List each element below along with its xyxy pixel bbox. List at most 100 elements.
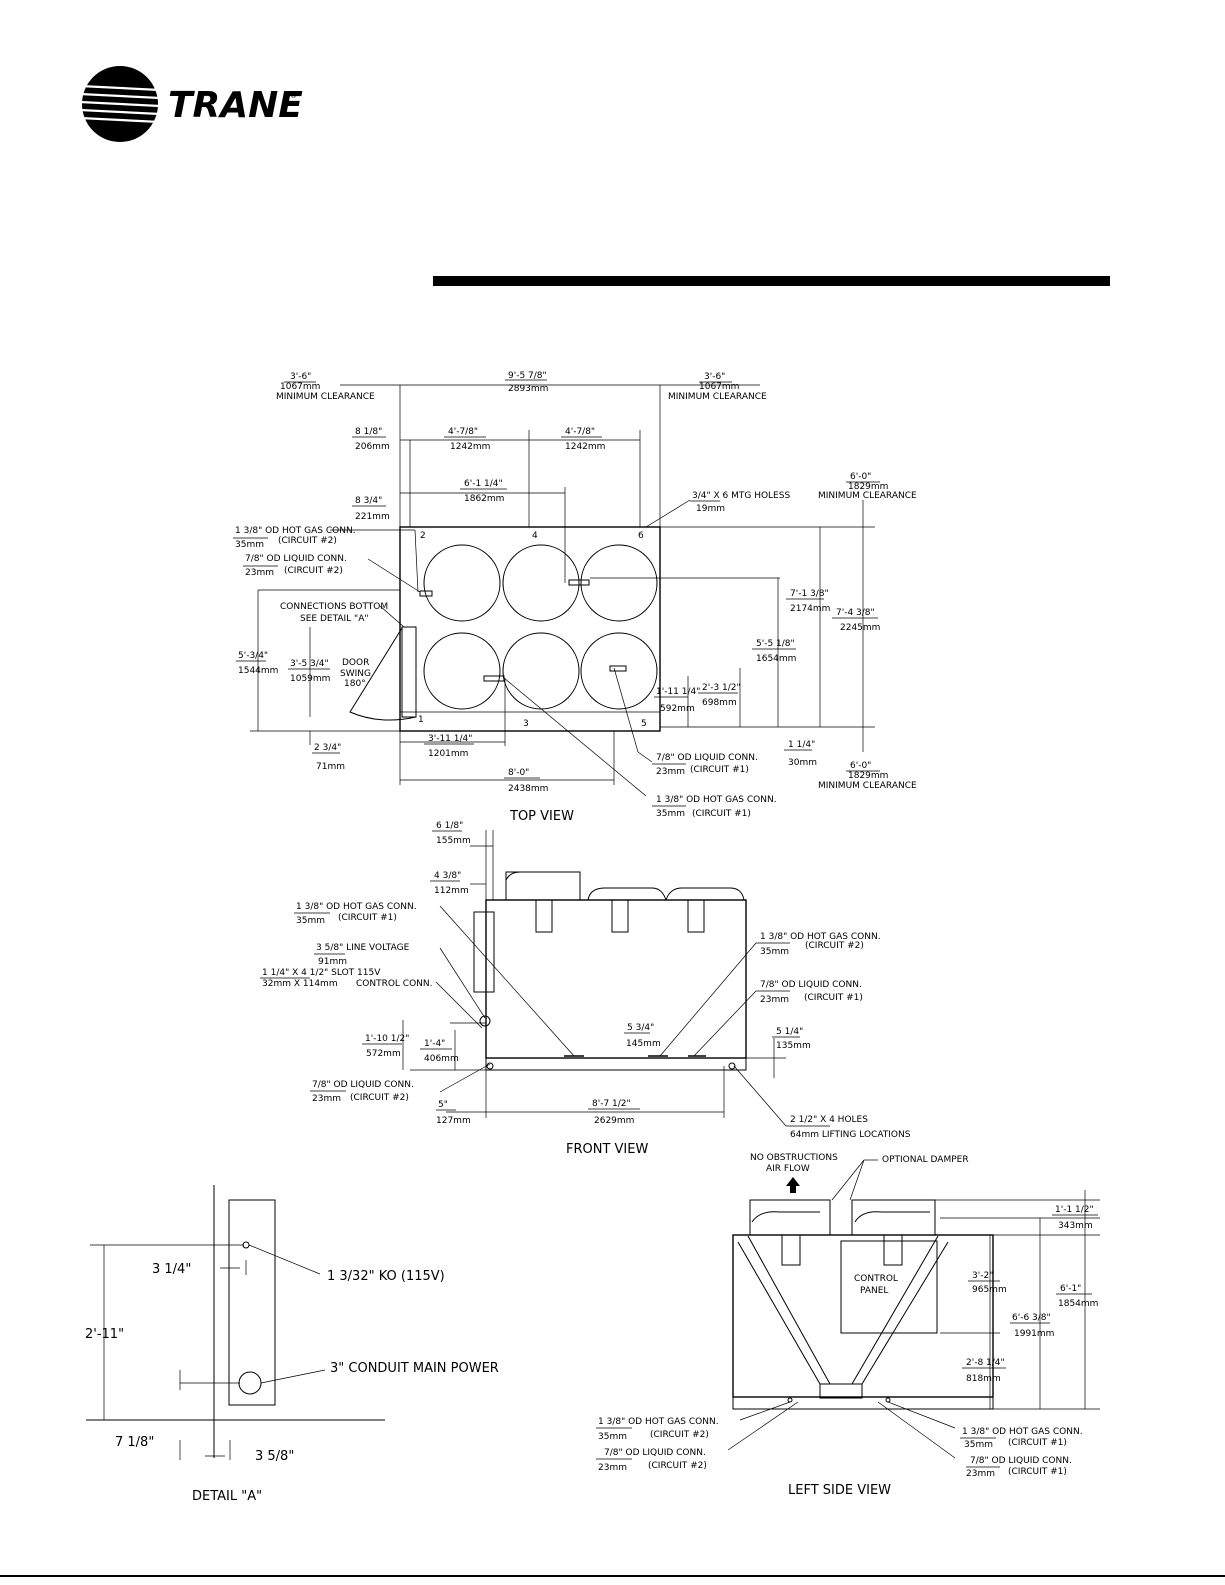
note-hot-gas-c2-mm: 35mm (760, 947, 789, 957)
note-liquid-c2: 7/8" OD LIQUID CONN. (245, 554, 347, 564)
dim-2-3-1-2-mm: 698mm (702, 698, 737, 708)
note-liquid-c2: 7/8" OD LIQUID CONN. (604, 1448, 706, 1458)
footer-rule (0, 1575, 1225, 1577)
dim-1-1-1-2-mm: 343mm (1058, 1221, 1093, 1231)
dim-3-11-1-4-mm: 1201mm (428, 749, 468, 759)
left-side-view: CONTROL PANEL NO OBSTRUCTIONS AIR FLOW O… (596, 1153, 1100, 1498)
note-connections-bottom: CONNECTIONS BOTTOM (280, 602, 388, 612)
note-slot-control: CONTROL CONN. (356, 979, 433, 989)
dim-6-6-3-8: 6'-6 3/8" (1012, 1313, 1051, 1323)
dim-5-3-4-mm: 1544mm (238, 666, 278, 676)
note-liquid-c2-mm: 23mm (312, 1094, 341, 1104)
dim-clear-left: 3'-6" (290, 372, 311, 382)
control-panel-label-2: PANEL (860, 1286, 888, 1296)
dim-2-8-1-4: 2'-8 1/4" (966, 1358, 1005, 1368)
hole-number: 2 (420, 531, 426, 541)
note-hot-gas-c2-circuit: (CIRCUIT #2) (278, 536, 337, 546)
dim-3-2-mm: 965mm (972, 1285, 1007, 1295)
note-hot-gas-c2: 1 3/8" OD HOT GAS CONN. (598, 1417, 719, 1427)
dim-clear-top: 6'-0" (850, 472, 871, 482)
dim-8-1-8: 8 1/8" (355, 427, 382, 437)
dim-4-7-8-b-mm: 1242mm (565, 442, 605, 452)
dim-clear-right-mm: 1067mm (699, 382, 739, 392)
note-hot-gas-c1: 1 3/8" OD HOT GAS CONN. (656, 795, 777, 805)
note-hot-gas-c2-mm: 35mm (598, 1432, 627, 1442)
hole-number: 1 (418, 715, 424, 725)
dim-2-8-1-4-mm: 818mm (966, 1374, 1001, 1384)
note-liquid-c2-mm: 23mm (598, 1463, 627, 1473)
dim-8-3-4-mm: 221mm (355, 512, 390, 522)
dim-clear-top-mm: 1829mm (848, 482, 888, 492)
dim-3-1-4: 3 1/4" (152, 1262, 191, 1277)
fan (423, 544, 501, 622)
dim-4-7-8-a-mm: 1242mm (450, 442, 490, 452)
fan (580, 632, 658, 710)
dim-1-1-4-mm: 30mm (788, 758, 817, 768)
note-hot-gas-c1-mm: 35mm (656, 809, 685, 819)
note-hot-gas-c2-mm: 35mm (235, 540, 264, 550)
note-liquid-c1: 7/8" OD LIQUID CONN. (970, 1456, 1072, 1466)
note-hot-gas-c2: 1 3/8" OD HOT GAS CONN. (235, 526, 356, 536)
dim-clear-top-label: MINIMUM CLEARANCE (818, 491, 917, 501)
dim-8-3-4: 8 3/4" (355, 496, 382, 506)
dim-1-1-4: 1 1/4" (788, 740, 815, 750)
dim-6-1-1-4: 6'-1 1/4" (464, 479, 503, 489)
brand-name: TRANE (168, 85, 303, 126)
detail-a-title: DETAIL "A" (192, 1489, 262, 1504)
dim-1-4: 1'-4" (424, 1039, 445, 1049)
detail-a: 3 1/4" 1 3/32" KO (115V) 2'-11" 3" CONDU… (85, 1185, 499, 1504)
label-180: 180° (344, 679, 366, 689)
header-rule (433, 276, 1110, 286)
note-hot-gas-c2-circuit: (CIRCUIT #2) (650, 1430, 709, 1440)
dim-1-10-1-2: 1'-10 1/2" (365, 1034, 409, 1044)
fan (580, 544, 658, 622)
dim-2-3-4-mm: 71mm (316, 762, 345, 772)
note-liquid-c1-circuit: (CIRCUIT #1) (804, 993, 863, 1003)
dim-7-4-3-8: 7'-4 3/8" (836, 608, 875, 618)
dim-3-5-8: 3 5/8" (255, 1449, 294, 1464)
dim-4-3-8-mm: 112mm (434, 886, 469, 896)
left-view-outline (732, 1234, 994, 1398)
dim-7-1-3-8: 7'-1 3/8" (790, 589, 829, 599)
note-mtg-holes: 3/4" X 6 MTG HOLESS (692, 491, 790, 501)
note-knockout: 1 3/32" KO (115V) (327, 1269, 445, 1284)
front-view: 6 1/8" 155mm 4 3/8" 112mm 1 3/8" OD HOT … (260, 821, 911, 1157)
fan (502, 544, 580, 622)
note-liquid-c1-circuit: (CIRCUIT #1) (690, 765, 749, 775)
note-hot-gas-c1-circuit: (CIRCUIT #1) (1008, 1438, 1067, 1448)
note-hot-gas-c1-mm: 35mm (964, 1440, 993, 1450)
note-liquid-c1-circuit: (CIRCUIT #1) (1008, 1467, 1067, 1477)
label-swing: SWING (340, 669, 371, 679)
dim-2-3-4: 2 3/4" (314, 743, 341, 753)
top-view-outline (399, 526, 661, 732)
note-liquid-c2-circuit: (CIRCUIT #2) (284, 566, 343, 576)
note-no-obstructions: NO OBSTRUCTIONS (750, 1153, 838, 1163)
note-hot-gas-c2: 1 3/8" OD HOT GAS CONN. (760, 932, 881, 942)
note-lifting-holes: 2 1/2" X 4 HOLES (790, 1115, 868, 1125)
note-liquid-c2-circuit: (CIRCUIT #2) (350, 1093, 409, 1103)
dim-6-1: 6'-1" (1060, 1284, 1081, 1294)
note-hot-gas-c1-circuit: (CIRCUIT #1) (692, 809, 751, 819)
dim-8-0: 8'-0" (508, 768, 529, 778)
detail-a-panel (228, 1199, 276, 1406)
dim-3-2: 3'-2" (972, 1271, 993, 1281)
note-liquid-c2-circuit: (CIRCUIT #2) (648, 1461, 707, 1471)
dim-4-7-8-b: 4'-7/8" (565, 427, 595, 437)
fan-circles (423, 544, 658, 710)
note-liquid-c2-mm: 23mm (245, 568, 274, 578)
front-view-outline (485, 899, 747, 1059)
dim-1-11-1-4-mm: 592mm (660, 704, 695, 714)
dim-2-3-1-2: 2'-3 1/2" (702, 683, 741, 693)
note-hot-gas-c1-mm: 35mm (296, 916, 325, 926)
dim-clear-bottom: 6'-0" (850, 761, 871, 771)
dim-clear-right: 3'-6" (704, 372, 725, 382)
note-hot-gas-c1-circuit: (CIRCUIT #1) (338, 913, 397, 923)
dim-4-7-8-a: 4'-7/8" (448, 427, 478, 437)
note-optional-damper: OPTIONAL DAMPER (882, 1155, 969, 1165)
note-air-flow: AIR FLOW (766, 1164, 810, 1174)
dim-1-11-1-4: 1'-11 1/4" (656, 687, 700, 697)
dim-6-1-8: 6 1/8" (436, 821, 463, 831)
dim-5-3-4: 5'-3/4" (238, 651, 268, 661)
